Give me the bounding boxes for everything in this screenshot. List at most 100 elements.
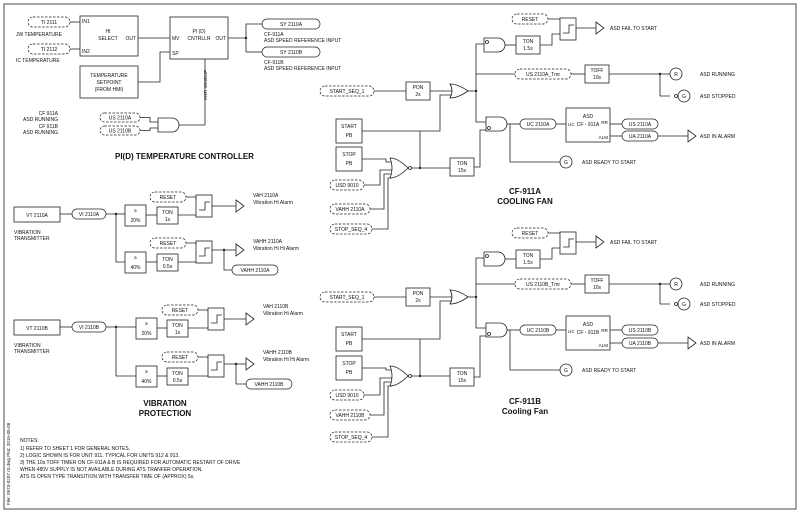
svg-text:1.5s: 1.5s — [523, 46, 533, 52]
vibration-protection-a: VT 2110A VIBRATION TRANSMITTER VI 2110A … — [13, 191, 299, 276]
svg-text:US 2110B: US 2110B — [629, 328, 652, 334]
svg-text:START: START — [341, 332, 357, 338]
svg-text:VAH 2110A: VAH 2110A — [253, 193, 279, 199]
svg-text:VAHH 2110A: VAHH 2110A — [241, 268, 271, 274]
svg-text:Vibration Hi Hi Alarm: Vibration Hi Hi Alarm — [263, 357, 309, 363]
and-gate — [157, 117, 180, 133]
svg-text:COOLING FAN: COOLING FAN — [497, 197, 553, 206]
svg-text:RESET: RESET — [522, 17, 539, 23]
svg-text:≥: ≥ — [134, 208, 137, 214]
cf911b-title: CF-911B — [509, 397, 541, 406]
svg-text:UC 2110B: UC 2110B — [527, 328, 550, 334]
svg-text:PB: PB — [346, 341, 353, 347]
svg-text:ALM: ALM — [599, 343, 609, 348]
svg-text:TOFF: TOFF — [591, 278, 604, 284]
svg-text:10s: 10s — [593, 285, 602, 291]
asd-cf911a-block — [565, 107, 611, 143]
svg-text:START_SEQ_1: START_SEQ_1 — [330, 89, 365, 95]
svg-text:ASD IN ALARM: ASD IN ALARM — [700, 134, 735, 140]
svg-text:SETPOINT: SETPOINT — [96, 80, 121, 86]
svg-text:RESET: RESET — [160, 241, 177, 247]
pid-controller-block — [169, 16, 229, 60]
svg-text:40%: 40% — [141, 379, 152, 385]
svg-text:0.5s: 0.5s — [173, 378, 183, 384]
svg-text:UC: UC — [568, 329, 575, 334]
ic-temperature-label: IC TEMPERATURE — [16, 58, 60, 64]
svg-text:2s: 2s — [415, 92, 421, 98]
ti2112-label: TI 2112 — [41, 47, 58, 53]
svg-text:PB: PB — [346, 133, 353, 139]
notes-block: NOTES: 1) REFER TO SHEET 1 FOR GENERAL N… — [20, 438, 241, 480]
ti2112-tag — [27, 43, 71, 55]
svg-text:UA 2110B: UA 2110B — [629, 341, 652, 347]
svg-text:US 2110A_Tmr: US 2110A_Tmr — [526, 72, 560, 78]
svg-text:ASD SPEED REFERENCE INPUT: ASD SPEED REFERENCE INPUT — [264, 66, 341, 72]
svg-text:VT 2110B: VT 2110B — [26, 326, 48, 332]
svg-text:OUT: OUT — [215, 36, 226, 42]
svg-text:G: G — [682, 302, 686, 308]
pid-title: PI(D) TEMPERATURE CONTROLLER — [115, 152, 254, 161]
svg-text:PB: PB — [346, 370, 353, 376]
svg-text:R: R — [674, 72, 678, 78]
svg-text:VAHH 2110B: VAHH 2110B — [336, 413, 366, 419]
svg-text:ASD FAIL TO START: ASD FAIL TO START — [610, 26, 657, 32]
svg-text:≥: ≥ — [134, 255, 137, 261]
svg-text:START: START — [341, 124, 357, 130]
vibration-title: VIBRATION — [143, 399, 187, 408]
svg-text:STOP_SEQ_4: STOP_SEQ_4 — [335, 435, 368, 441]
vt2110b-block — [13, 319, 61, 336]
svg-text:TRANSMITTER: TRANSMITTER — [14, 236, 50, 242]
svg-text:RESET: RESET — [160, 195, 177, 201]
svg-text:CF-911A: CF-911A — [264, 32, 284, 38]
asd-cf911b-block — [565, 315, 611, 351]
svg-text:≥: ≥ — [145, 369, 148, 375]
latch-block — [195, 240, 213, 264]
svg-text:2) LOGIC SHOWN IS FOR UNIT 911: 2) LOGIC SHOWN IS FOR UNIT 911. TYPICAL … — [20, 453, 180, 459]
svg-text:ASD: ASD — [583, 114, 594, 120]
svg-text:RR: RR — [601, 328, 608, 333]
jw-temperature-label: JW TEMPERATURE — [16, 32, 63, 38]
svg-text:ANTI WINDUP: ANTI WINDUP — [203, 70, 208, 100]
svg-text:VAHH 2110A: VAHH 2110A — [336, 207, 366, 213]
svg-text:ASD RUNNING: ASD RUNNING — [700, 72, 735, 78]
svg-text:PROTECTION: PROTECTION — [139, 409, 192, 418]
svg-text:US 2110B: US 2110B — [109, 129, 132, 135]
svg-text:CF 911B: CF 911B — [39, 124, 59, 130]
svg-text:Cooling Fan: Cooling Fan — [502, 407, 548, 416]
svg-text:ASD STOPPED: ASD STOPPED — [700, 302, 736, 308]
svg-text:NOTES:: NOTES: — [20, 438, 39, 444]
svg-text:15s: 15s — [458, 168, 467, 174]
svg-text:TRANSMITTER: TRANSMITTER — [14, 349, 50, 355]
svg-text:(FROM HMI): (FROM HMI) — [95, 87, 124, 93]
svg-text:20%: 20% — [130, 218, 141, 224]
svg-text:VAH 2110B: VAH 2110B — [263, 304, 289, 310]
cf911b-cooling-fan: RESET ASD FAIL TO START TON 1.5s START_S… — [319, 227, 736, 443]
temperature-setpoint-block — [79, 65, 139, 99]
svg-text:TON: TON — [457, 161, 468, 167]
svg-text:CF-911B: CF-911B — [264, 60, 284, 66]
svg-text:TON: TON — [523, 253, 534, 259]
svg-text:ASD FAIL TO START: ASD FAIL TO START — [610, 240, 657, 246]
svg-text:US 2110A: US 2110A — [109, 116, 132, 122]
svg-text:1s: 1s — [165, 217, 171, 223]
svg-text:≥: ≥ — [145, 321, 148, 327]
pid-temperature-controller: TI 2111 JW TEMPERATURE TI 2112 IC TEMPER… — [16, 15, 341, 161]
svg-text:R: R — [674, 282, 678, 288]
svg-text:10s: 10s — [593, 75, 602, 81]
svg-text:ASD READY TO START: ASD READY TO START — [582, 160, 636, 166]
sy2110b-tag — [261, 46, 321, 58]
sheet-border — [3, 3, 797, 510]
svg-text:STOP: STOP — [342, 152, 356, 158]
svg-text:WHEN 480V SUPPLY IS NOT AVAILA: WHEN 480V SUPPLY IS NOT AVAILABLE DURING… — [20, 467, 203, 473]
svg-text:RESET: RESET — [172, 308, 189, 314]
svg-text:US 2110B_Tmr: US 2110B_Tmr — [526, 282, 560, 288]
svg-text:ASD SPEED REFERENCE INPUT: ASD SPEED REFERENCE INPUT — [264, 38, 341, 44]
svg-text:ASD IN ALARM: ASD IN ALARM — [700, 341, 735, 347]
svg-text:1s: 1s — [175, 330, 181, 336]
svg-text:Vibration Hi Hi Alarm: Vibration Hi Hi Alarm — [253, 246, 299, 252]
ti2111-label: TI 2111 — [41, 20, 57, 26]
svg-text:USD 9010: USD 9010 — [335, 393, 358, 399]
svg-text:ATS IS OPEN TYPE TRANSITION WI: ATS IS OPEN TYPE TRANSITION WITH TRANSFE… — [20, 474, 195, 480]
svg-text:UC 2110A: UC 2110A — [527, 122, 550, 128]
